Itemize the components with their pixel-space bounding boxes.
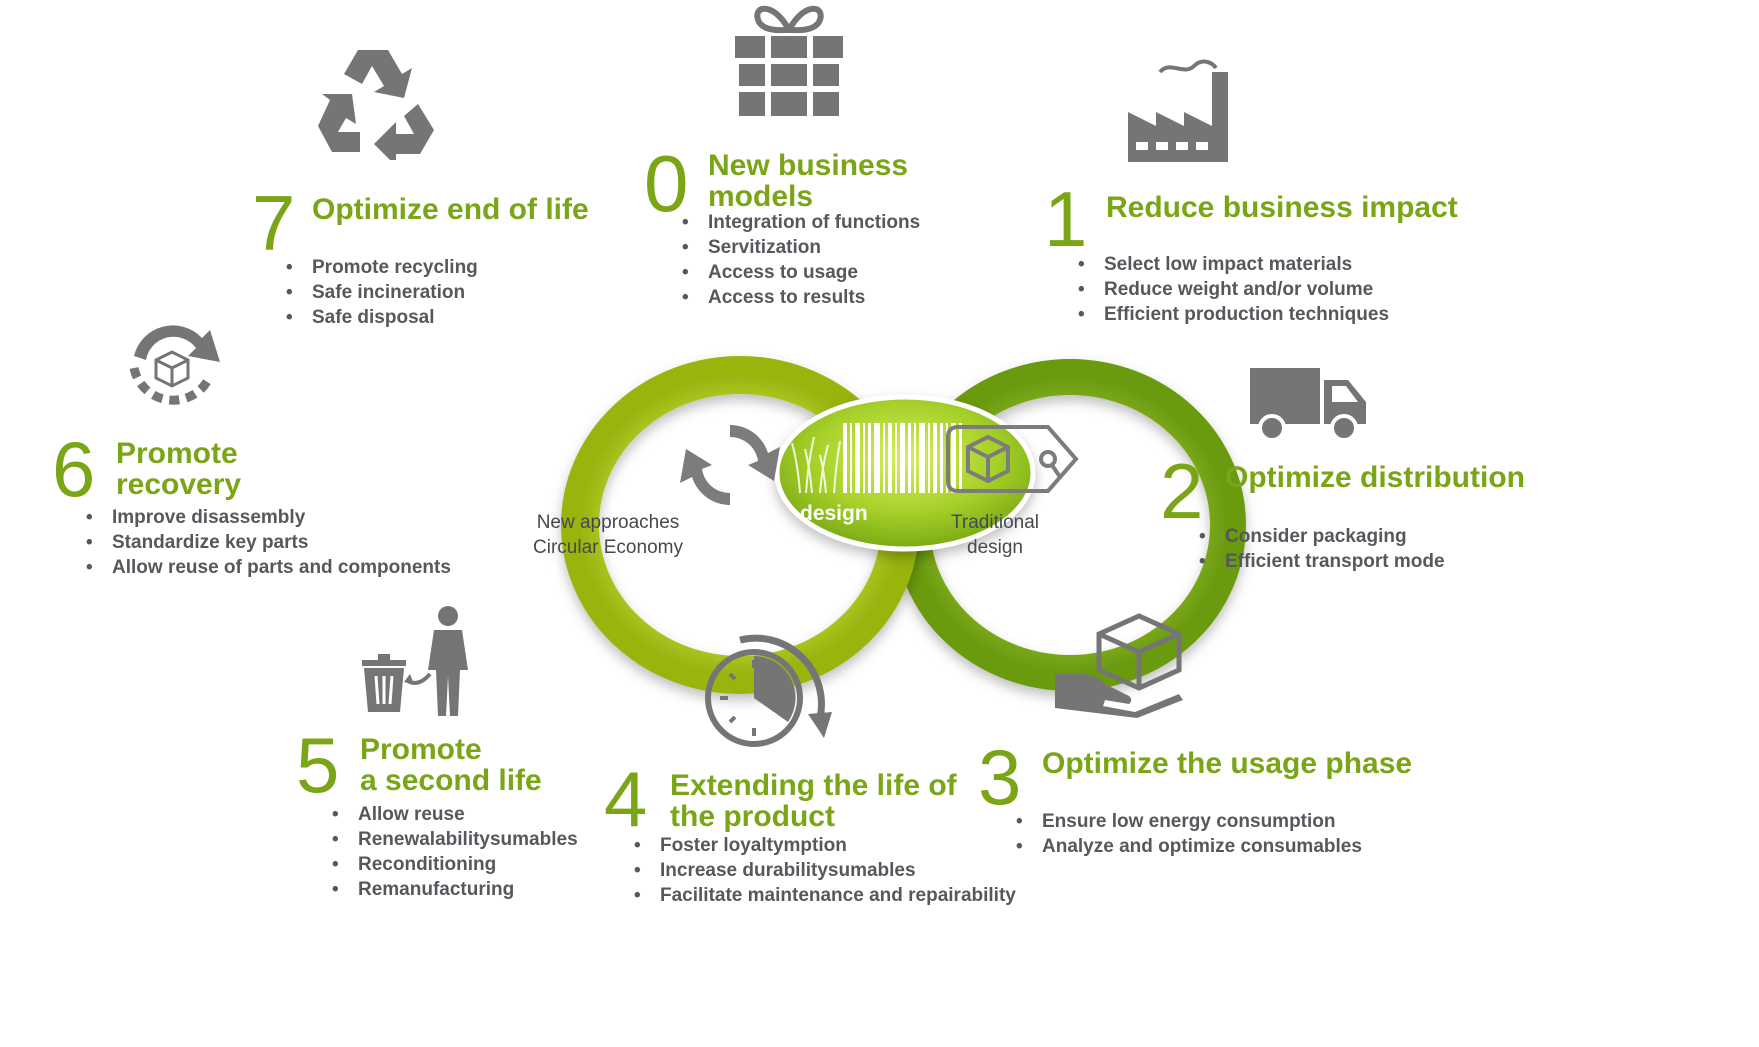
list-item: Access to usage (682, 260, 920, 285)
step-number-6: 6 (52, 425, 96, 513)
step-title-7: Optimize end of life (312, 193, 589, 226)
list-item: Safe disposal (286, 305, 478, 330)
list-item: Efficient transport mode (1199, 549, 1445, 574)
step-number-5: 5 (296, 721, 340, 809)
step-number-1: 1 (1044, 175, 1088, 263)
list-item: Integration of functions (682, 210, 920, 235)
step-bullets-2: Consider packaging Efficient transport m… (1199, 524, 1445, 574)
step-title-0: New business models (708, 149, 909, 213)
list-item: Ensure low energy consumption (1016, 809, 1362, 834)
list-item: Increase durabilitysumables (634, 858, 1016, 883)
step-bullets-7: Promote recycling Safe incineration Safe… (286, 255, 478, 330)
step-title-2: Optimize distribution (1225, 461, 1525, 494)
step-title-4: Extending the life of the product (670, 769, 957, 833)
step-bullets-6: Improve disassembly Standardize key part… (86, 505, 451, 580)
grass-decoration (791, 436, 841, 494)
list-item: Servitization (682, 235, 920, 260)
traditional-design-label: Traditional design (950, 512, 1039, 558)
list-item: Analyze and optimize consumables (1016, 834, 1362, 859)
step-title-6: Promote recovery (116, 437, 242, 501)
circular-economy-label: New approaches Circular Economy (533, 512, 683, 558)
step-bullets-5: Allow reuse Renewalabilitysumables Recon… (332, 802, 578, 902)
list-item: Renewalabilitysumables (332, 827, 578, 852)
step-number-4: 4 (604, 755, 648, 843)
step-title-1: Reduce business impact (1106, 191, 1458, 224)
badge-word-design: design (800, 502, 868, 525)
step-bullets-0: Integration of functions Servitization A… (682, 210, 920, 310)
clock-arrow-icon (705, 634, 832, 747)
gift-box-icon (735, 5, 843, 116)
hand-holding-box-icon (1055, 613, 1183, 718)
circular-arrows-icon (680, 425, 780, 505)
step-number-2: 2 (1160, 447, 1204, 535)
list-item: Promote recycling (286, 255, 478, 280)
list-item: Access to results (682, 285, 920, 310)
step-bullets-1: Select low impact materials Reduce weigh… (1078, 252, 1389, 327)
badge-word-eco: eco (735, 498, 777, 525)
list-item: Select low impact materials (1078, 252, 1389, 277)
step-bullets-3: Ensure low energy consumption Analyze an… (1016, 809, 1362, 859)
list-item: Allow reuse (332, 802, 578, 827)
person-trash-bin-icon (362, 606, 468, 716)
list-item: Safe incineration (286, 280, 478, 305)
step-number-3: 3 (978, 733, 1022, 821)
list-item: Reconditioning (332, 852, 578, 877)
list-item: Reduce weight and/or volume (1078, 277, 1389, 302)
list-item: Allow reuse of parts and components (86, 555, 451, 580)
list-item: Consider packaging (1199, 524, 1445, 549)
step-number-7: 7 (252, 179, 296, 267)
box-cycle-icon (129, 325, 220, 405)
step-bullets-4: Foster loyaltymption Increase durability… (634, 833, 1016, 908)
list-item: Foster loyaltymption (634, 833, 1016, 858)
delivery-truck-icon (1250, 368, 1366, 442)
central-rings (561, 356, 1246, 694)
step-title-3: Optimize the usage phase (1042, 747, 1413, 780)
factory-icon (1128, 59, 1228, 162)
list-item: Standardize key parts (86, 530, 451, 555)
step-title-5: Promote a second life (360, 733, 542, 797)
list-item: Improve disassembly (86, 505, 451, 530)
list-item: Remanufacturing (332, 877, 578, 902)
recycle-icon (318, 50, 434, 160)
list-item: Efficient production techniques (1078, 302, 1389, 327)
list-item: Facilitate maintenance and repairability (634, 883, 1016, 908)
price-tag-box-icon (946, 425, 1079, 493)
